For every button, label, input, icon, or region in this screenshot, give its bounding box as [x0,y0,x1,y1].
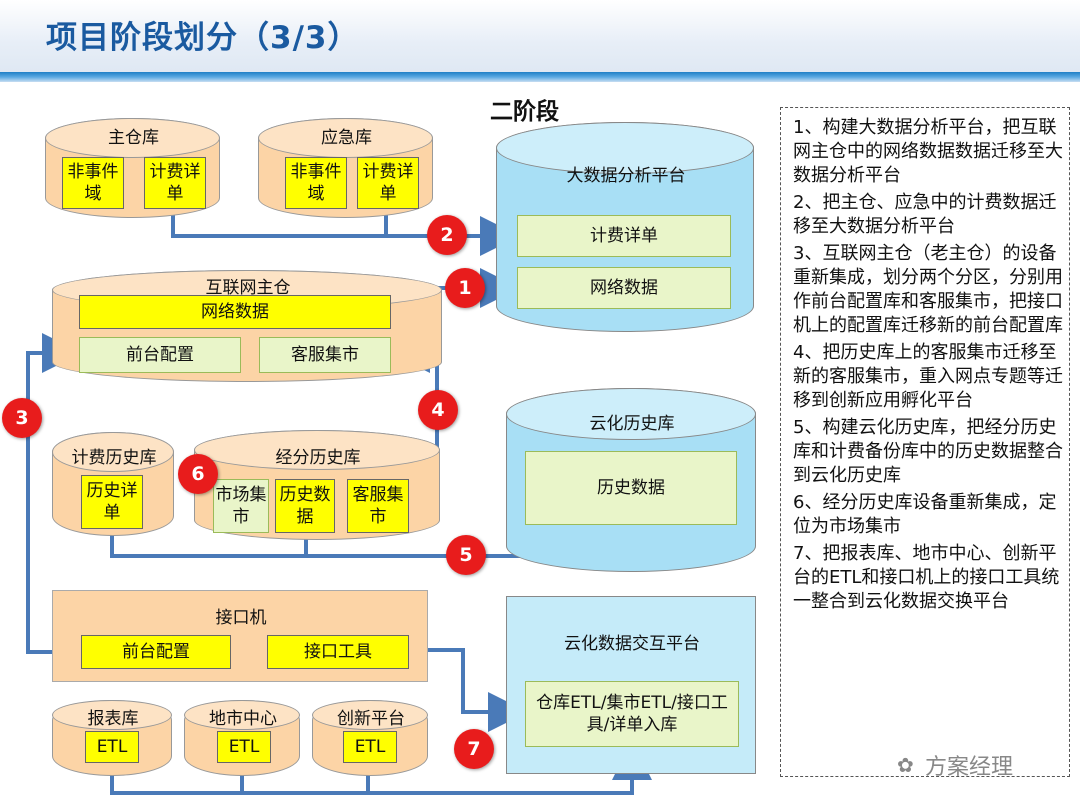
bigdata-platform-label: 大数据分析平台 [566,166,686,186]
main-warehouse-item-billing: 计费详单 [144,157,206,209]
emergency-item-billing: 计费详单 [357,157,419,209]
step-badge-2: 2 [427,215,467,255]
bizanalysis-item-history: 历史数据 [275,479,335,533]
internet-main-cs-mart: 客服集市 [259,337,391,373]
interface-machine-front-config: 前台配置 [81,635,231,669]
interface-machine-box: 接口机 前台配置 接口工具 [52,590,428,682]
step-badge-4: 4 [418,390,458,430]
note-3: 3、互联网主仓（老主仓）的设备重新集成，划分两个分区，分别用作前台配置库和客服集… [793,243,1063,336]
cloud-history-label: 云化历史库 [589,414,675,434]
interface-machine-tool: 接口工具 [267,635,409,669]
emergency-item-nonevent: 非事件域 [285,157,347,209]
header-bar [0,0,1080,72]
note-5: 5、构建云化历史库，把经分历史库和计费备份库中的历史数据整合到云化历史库 [793,417,1063,486]
city-center-cylinder: 地市中心 ETL [184,700,300,776]
step-badge-6: 6 [178,454,218,494]
report-db-label: 报表库 [87,709,139,729]
bizanalysis-history-cylinder: 经分历史库 市场集市 历史数据 客服集市 [194,430,440,540]
bigdata-item-network: 网络数据 [517,267,731,309]
emergency-warehouse-label: 应急库 [321,128,372,148]
billing-history-item: 历史详单 [81,475,143,529]
main-warehouse-label: 主仓库 [108,128,159,148]
billing-history-label: 计费历史库 [71,448,157,468]
cloud-exchange-label: 云化数据交互平台 [564,634,700,654]
stage-label: 二阶段 [490,99,559,125]
cloud-history-item: 历史数据 [525,451,737,525]
wechat-icon: ✿ [897,753,914,777]
main-warehouse-cylinder: 主仓库 非事件域 计费详单 [45,118,220,218]
cloud-history-cylinder: 云化历史库 历史数据 [506,388,756,572]
step-badge-3: 3 [2,398,42,438]
note-2: 2、把主仓、应急中的计费数据迁移至大数据分析平台 [793,192,1057,237]
notes-panel: 1、构建大数据分析平台，把互联网主仓中的网络数据数据迁移至大数据分析平台 2、把… [780,107,1070,777]
billing-history-cylinder: 计费历史库 历史详单 [52,432,174,536]
interface-machine-label: 接口机 [215,608,267,628]
city-center-label: 地市中心 [209,709,277,729]
internet-main-network-data: 网络数据 [79,295,391,329]
page-title: 项目阶段划分（3/3） [46,20,360,56]
city-center-etl: ETL [217,731,271,763]
bizanalysis-history-label: 经分历史库 [275,448,361,468]
bigdata-platform-cylinder: 大数据分析平台 计费详单 网络数据 [496,122,754,332]
header-divider [0,72,1080,82]
step-badge-1: 1 [445,268,485,308]
arrow-tool [408,648,528,732]
cloud-exchange-box: 云化数据交互平台 仓库ETL/集市ETL/接口工具/详单入库 [506,596,756,774]
main-warehouse-item-nonevent: 非事件域 [62,157,124,209]
report-db-etl: ETL [85,731,139,763]
note-7: 7、把报表库、地市中心、创新平台的ETL和接口机上的接口工具统一整合到云化数据交… [793,543,1060,612]
internet-main-front-config: 前台配置 [79,337,241,373]
arrow-2 [171,210,520,256]
innovation-platform-label: 创新平台 [337,709,405,729]
note-6: 6、经分历史库设备重新集成，定位为市场集市 [793,492,1057,537]
cloud-exchange-item: 仓库ETL/集市ETL/接口工具/详单入库 [525,681,739,747]
note-4: 4、把历史库上的客服集市迁移至新的客服集市，重入网点专题等迁移到创新应用孵化平台 [793,342,1063,411]
report-db-cylinder: 报表库 ETL [52,700,172,776]
innovation-platform-etl: ETL [343,731,397,763]
bigdata-item-billing: 计费详单 [517,215,731,257]
innovation-platform-cylinder: 创新平台 ETL [312,700,428,776]
note-1: 1、构建大数据分析平台，把互联网主仓中的网络数据数据迁移至大数据分析平台 [793,117,1063,186]
watermark: 方案经理 [925,755,1014,780]
bizanalysis-item-cs-mart: 客服集市 [347,479,409,533]
step-badge-5: 5 [446,535,486,575]
step-badge-7: 7 [454,729,494,769]
emergency-warehouse-cylinder: 应急库 非事件域 计费详单 [258,118,433,218]
bizanalysis-item-market: 市场集市 [213,479,269,533]
internet-main-cylinder: 互联网主仓 网络数据 前台配置 客服集市 [52,270,442,382]
internet-main-label: 互联网主仓 [205,278,291,298]
